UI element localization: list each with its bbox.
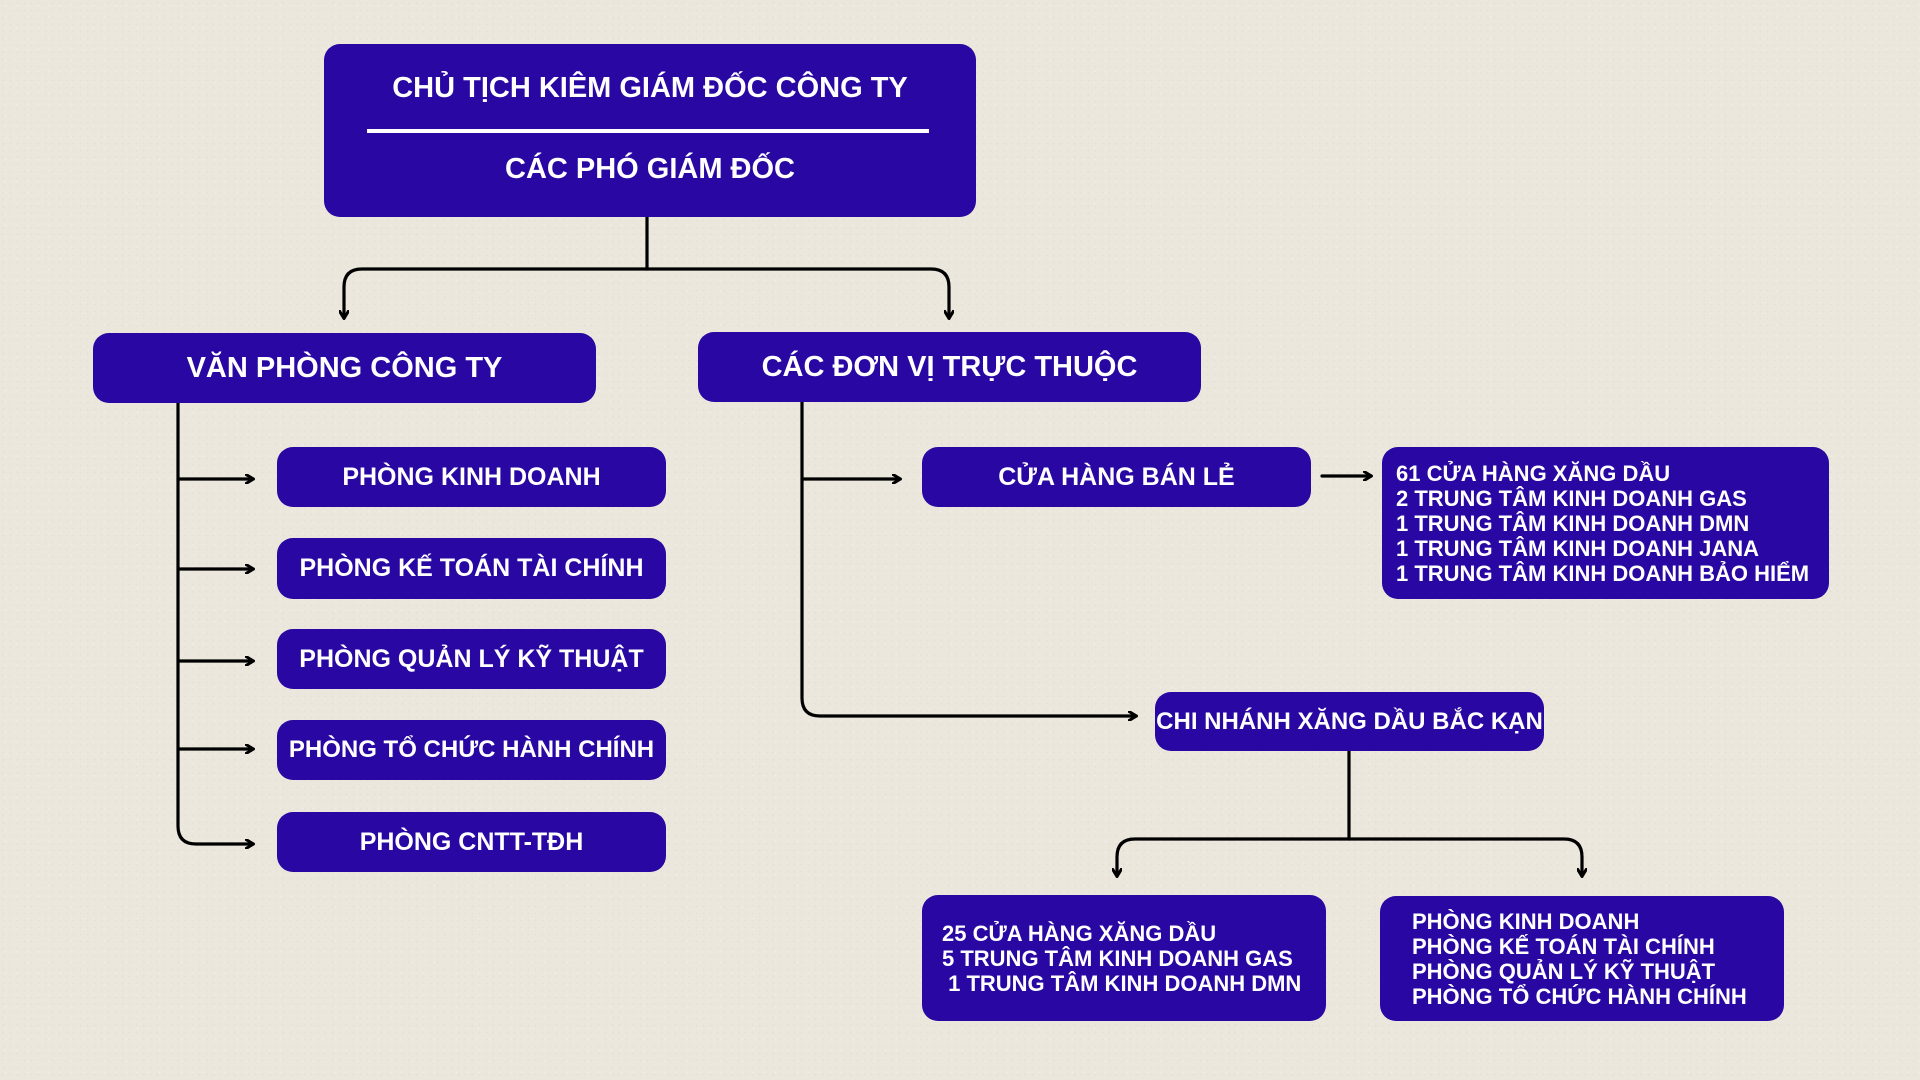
chairman-title: CHỦ TỊCH KIÊM GIÁM ĐỐC CÔNG TY xyxy=(392,72,908,104)
office-dept-box[interactable]: PHÒNG KẾ TOÁN TÀI CHÍNH xyxy=(277,538,666,599)
office-dept-box[interactable]: PHÒNG TỔ CHỨC HÀNH CHÍNH xyxy=(277,720,666,780)
branch-dept-item: PHÒNG QUẢN LÝ KỸ THUẬT xyxy=(1412,958,1716,984)
branch-store-item: 25 CỬA HÀNG XĂNG DẦU xyxy=(942,920,1217,946)
office-dept-label: PHÒNG TỔ CHỨC HÀNH CHÍNH xyxy=(288,736,655,763)
office-dept-box[interactable]: PHÒNG CNTT-TĐH xyxy=(277,812,666,872)
retail-detail-item: 1 TRUNG TÂM KINH DOANH BẢO HIỂM xyxy=(1396,560,1810,586)
connector-units-trunk xyxy=(800,400,1136,716)
connector-top-to-units xyxy=(645,267,949,318)
branch-dept-item: PHÒNG KINH DOANH xyxy=(1412,908,1640,934)
branch-store-item: 5 TRUNG TÂM KINH DOANH GAS xyxy=(942,945,1293,971)
retail-box[interactable]: CỬA HÀNG BÁN LẺ xyxy=(922,447,1311,507)
branch-box[interactable]: CHI NHÁNH XĂNG DẦU BẮC KẠN xyxy=(1155,692,1544,751)
office-dept-label: PHÒNG KINH DOANH xyxy=(342,462,601,491)
retail-detail-item: 1 TRUNG TÂM KINH DOANH JANA xyxy=(1396,535,1759,561)
units-title: CÁC ĐƠN VỊ TRỰC THUỘC xyxy=(761,350,1138,383)
office-box[interactable]: VĂN PHÒNG CÔNG TY xyxy=(93,333,596,403)
office-dept-label: PHÒNG QUẢN LÝ KỸ THUẬT xyxy=(299,644,644,673)
connector-top-to-office xyxy=(344,267,649,318)
retail-details-box[interactable]: 61 CỬA HÀNG XĂNG DẦU 2 TRUNG TÂM KINH DO… xyxy=(1382,447,1829,599)
retail-detail-item: 61 CỬA HÀNG XĂNG DẦU xyxy=(1396,460,1671,486)
connector-office-trunk xyxy=(176,396,253,844)
office-dept-label: PHÒNG KẾ TOÁN TÀI CHÍNH xyxy=(299,554,644,582)
branch-store-item: 1 TRUNG TÂM KINH DOANH DMN xyxy=(942,970,1302,996)
branch-departments-box[interactable]: PHÒNG KINH DOANH PHÒNG KẾ TOÁN TÀI CHÍNH… xyxy=(1380,896,1784,1021)
connector-branch-to-stores xyxy=(1117,837,1351,876)
branch-title: CHI NHÁNH XĂNG DẦU BẮC KẠN xyxy=(1156,707,1543,735)
retail-detail-item: 1 TRUNG TÂM KINH DOANH DMN xyxy=(1396,510,1750,536)
office-dept-box[interactable]: PHÒNG KINH DOANH xyxy=(277,447,666,507)
units-box[interactable]: CÁC ĐƠN VỊ TRỰC THUỘC xyxy=(698,332,1201,402)
connector-branch-to-departments xyxy=(1347,837,1582,876)
retail-detail-item: 2 TRUNG TÂM KINH DOANH GAS xyxy=(1396,485,1747,511)
chairman-box[interactable]: CHỦ TỊCH KIÊM GIÁM ĐỐC CÔNG TY CÁC PHÓ G… xyxy=(324,44,976,217)
office-dept-label: PHÒNG CNTT-TĐH xyxy=(359,827,584,856)
branch-dept-item: PHÒNG KẾ TOÁN TÀI CHÍNH xyxy=(1412,933,1715,959)
vice-directors-title: CÁC PHÓ GIÁM ĐỐC xyxy=(505,153,795,185)
office-title: VĂN PHÒNG CÔNG TY xyxy=(186,351,503,384)
office-dept-box[interactable]: PHÒNG QUẢN LÝ KỸ THUẬT xyxy=(277,629,666,689)
retail-title: CỬA HÀNG BÁN LẺ xyxy=(998,462,1235,491)
title-divider xyxy=(367,129,929,133)
branch-dept-item: PHÒNG TỔ CHỨC HÀNH CHÍNH xyxy=(1412,983,1747,1009)
branch-stores-box[interactable]: 25 CỬA HÀNG XĂNG DẦU 5 TRUNG TÂM KINH DO… xyxy=(922,895,1326,1021)
